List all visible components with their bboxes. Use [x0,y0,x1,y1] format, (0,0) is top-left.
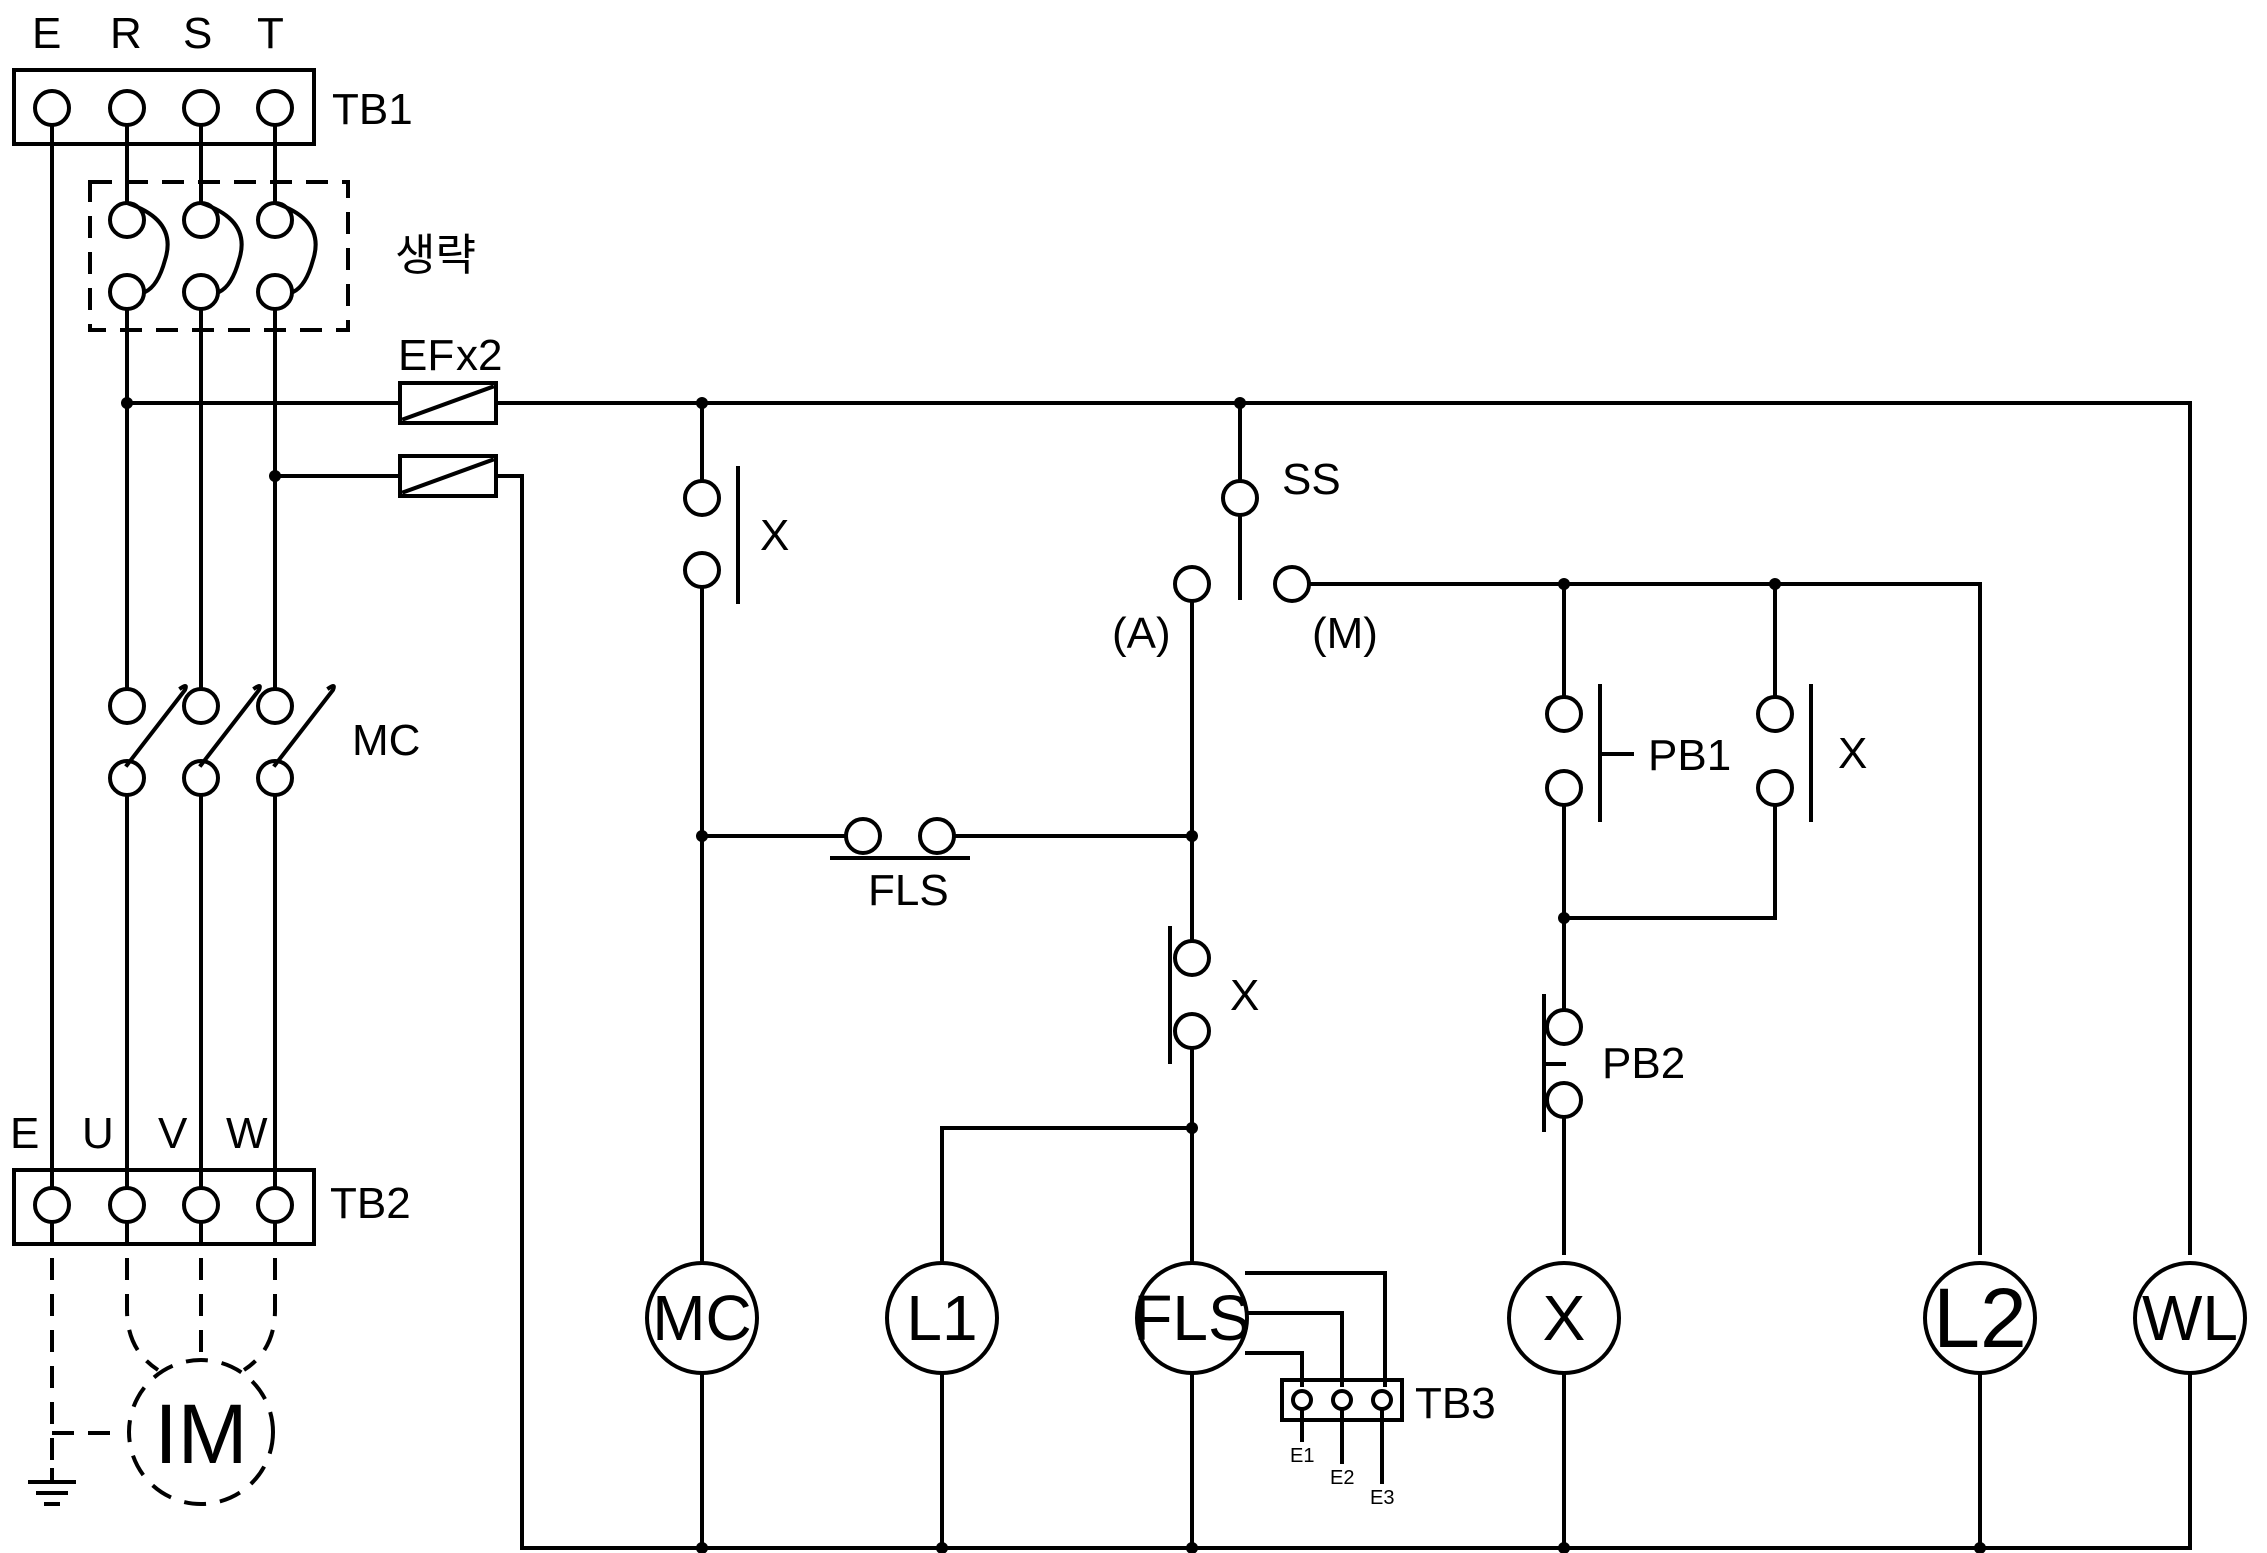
omitted-breaker: 생략 [88,180,476,332]
lamp-wl: WL [2133,1261,2247,1375]
lamp-wl-label: WL [2142,1282,2238,1354]
tb3-electrode-e2: E2 [1330,1467,1354,1489]
lamp-l1-label: L1 [906,1282,977,1354]
relay-fls: FLS [1133,1261,1251,1375]
lamp-l2-label: L2 [1933,1271,2026,1365]
relay-fls-label: FLS [1133,1282,1250,1354]
rung-lamps [1974,1370,1986,1553]
pb2-label: PB2 [1602,1039,1685,1088]
x-contact-1-label: X [760,511,789,560]
tb2-box [12,1168,316,1246]
control-top-line [494,397,2192,1550]
fls-contact: FLS [700,817,1194,915]
terminal-block-tb3: TB3 E1 E2 E3 [1245,1271,1496,1509]
tb3-electrode-e3: E3 [1370,1487,1394,1509]
tb1-label-e: E [32,9,61,58]
pb1-label: PB1 [1648,731,1731,780]
tb2-label-u: U [82,1109,114,1158]
tb3-name: TB3 [1415,1379,1496,1428]
ss-pos-a: (A) [1112,609,1171,658]
tb1-label-r: R [110,9,142,58]
x-contact-2-label: X [1230,971,1259,1020]
motor-im: IM [28,1222,277,1506]
mc-main-contacts: MC [108,683,420,797]
tb1-terminals [33,89,294,127]
tb3-electrode-e1: E1 [1290,1445,1314,1467]
motor-label: IM [154,1387,247,1481]
rung-fls: X [936,599,1259,1553]
ground-icon [28,1468,76,1506]
mc-contact-label: MC [352,716,420,765]
omitted-label: 생략 [395,231,476,280]
relay-x: X [1507,1261,1621,1375]
x-contact-3-label: X [1838,729,1867,778]
main-wires [50,106,277,1207]
lamp-l1: L1 [885,1261,999,1375]
tb1-label-s: S [183,9,212,58]
ss-pos-m: (M) [1312,609,1378,658]
ss-label: SS [1282,455,1341,504]
relay-x-label: X [1543,1282,1586,1354]
coil-mc-label: MC [652,1282,752,1354]
lamp-l2: L2 [1923,1261,2037,1375]
omitted-breaker-box [88,180,350,332]
tb2-label-w: W [226,1109,268,1158]
rung-x: PB1 X PB2 [1542,582,1867,1553]
terminal-block-tb2: E U V W TB2 [10,1109,411,1246]
terminal-block-tb1: E R S T TB1 [12,9,413,146]
tb1-box [12,68,316,146]
rung-mc: X [683,401,789,1553]
fuse-count: x2 [456,331,502,380]
selector-switch-ss: SS (A) (M) [1112,401,1982,1255]
motor-circle [127,1358,275,1506]
fls-contact-label: FLS [868,866,949,915]
tb2-label-e: E [10,1109,39,1158]
fuses: EF x2 [121,331,502,498]
tb1-name: TB1 [332,85,413,134]
tb2-label-v: V [158,1109,188,1158]
coil-mc: MC [645,1261,759,1375]
tb2-name: TB2 [330,1179,411,1228]
tb1-label-t: T [257,9,284,58]
fuse-label: EF [398,331,454,380]
